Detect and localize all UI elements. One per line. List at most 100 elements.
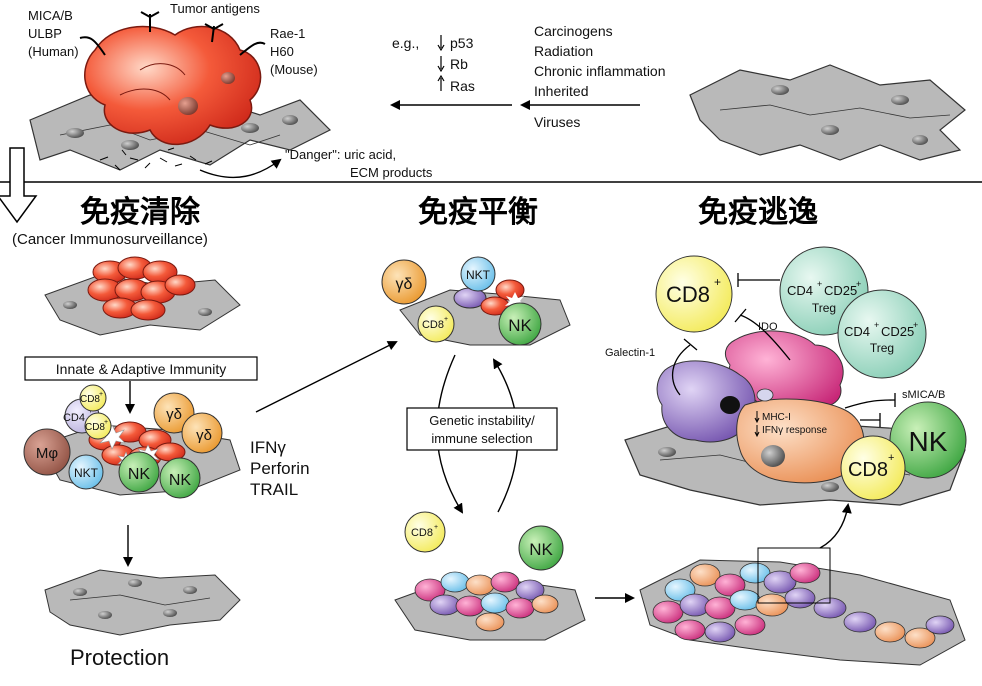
cause-viruses: Viruses (534, 114, 580, 130)
nk-cell-1 (118, 451, 160, 493)
escape-cd8-top-cell (655, 255, 733, 333)
protection-label: Protection (70, 645, 169, 670)
cd8-cell-1 (79, 384, 107, 412)
effector-perforin: Perforin (250, 459, 310, 478)
macrophage-cell (23, 428, 71, 476)
cd8-cell-1-label: CD8 (80, 394, 100, 405)
escape-nk-cell (889, 401, 967, 479)
eq-lower-nk-cell (518, 525, 564, 571)
ligand-mouse-3: (Mouse) (270, 62, 318, 77)
nk-cell-2-label: NK (169, 472, 192, 489)
danger-label-1: "Danger": uric acid, (285, 147, 396, 162)
treg1-cd25-plus: + (856, 279, 861, 289)
galectin-label: Galectin-1 (605, 347, 655, 359)
protection-tissue (44, 569, 241, 636)
inhibition-lines (671, 273, 896, 427)
ifn-response-label: IFNγ response (762, 425, 827, 436)
nk-cell-1-label: NK (128, 466, 151, 483)
zoom-arrow (819, 503, 852, 549)
phase-elimination-title: 免疫清除 (80, 195, 201, 230)
treg1-cd25: CD25 (824, 283, 857, 298)
normal-tissue (689, 64, 966, 161)
eg-label: e.g., (392, 35, 419, 51)
treg1-cd4-plus: + (817, 279, 822, 289)
nk-cell-2 (159, 457, 201, 499)
eq-nkt-label: NKT (466, 268, 491, 282)
danger-arrow (199, 158, 282, 178)
gamma-delta-cell-2 (181, 412, 223, 454)
eq-cd8-plus: + (444, 316, 448, 323)
treg1-cd4: CD4 (787, 283, 813, 298)
effector-trail: TRAIL (250, 480, 298, 499)
phase-equilibrium-title: 免疫平衡 (418, 195, 538, 230)
eq-lower-cd8-label: CD8 (411, 527, 433, 539)
gamma-delta-cell-1 (153, 392, 195, 434)
immunity-box-label: Innate & Adaptive Immunity (56, 361, 226, 377)
gamma-delta-cell-1-label: γδ (166, 406, 182, 423)
to-equilibrium-arrow (255, 341, 398, 413)
down-arrow-icon (0, 147, 38, 224)
treg2-label: Treg (870, 341, 894, 355)
gamma-delta-cell-2-label: γδ (196, 427, 212, 444)
treg2-cd25-plus: + (913, 320, 918, 330)
escape-cd8-bottom-cell (840, 435, 906, 501)
treg1-label: Treg (812, 301, 836, 315)
selection-line-2: immune selection (431, 431, 532, 446)
eq-cd8-label: CD8 (422, 319, 444, 331)
equilibrium-lower-cluster (394, 571, 586, 641)
ligand-antennae (79, 11, 266, 56)
escape-cd8-bottom-label: CD8 (848, 459, 888, 481)
cd8-cell-2-label: CD8 (85, 422, 105, 433)
danger-debris (99, 147, 213, 171)
eq-cd8-cell (417, 305, 455, 343)
escape-nk-label: NK (909, 426, 948, 457)
ligand-human-2: ULBP (28, 26, 62, 41)
cause-inflammation: Chronic inflammation (534, 63, 666, 79)
ido-label: IDO (758, 321, 778, 333)
treg2-cd4: CD4 (844, 324, 870, 339)
ligand-mouse-2: H60 (270, 44, 294, 59)
gene-rb: Rb (450, 56, 468, 72)
smica-label: sMICA/B (902, 389, 945, 401)
tumor-antigens-label: Tumor antigens (170, 1, 260, 16)
ligand-human-3: (Human) (28, 44, 79, 59)
selection-line-1: Genetic instability/ (429, 413, 535, 428)
gene-arrows (437, 35, 445, 91)
nkt-cell-label: NKT (74, 466, 99, 480)
eq-gamma-delta-cell (381, 259, 427, 305)
eq-gamma-delta-label: γδ (396, 276, 413, 293)
cd8-1-plus: + (99, 391, 103, 398)
immunity-box (24, 356, 258, 381)
purple-cell-nucleus (720, 396, 740, 414)
phase-escape-title: 免疫逃逸 (698, 195, 818, 230)
top-tumor-mass (84, 25, 262, 146)
ligand-mouse-1: Rae-1 (270, 26, 305, 41)
mhc-down-arrows (754, 411, 760, 438)
small-lilac-blob (756, 388, 774, 402)
eq-nk-cell (498, 302, 542, 346)
mhc-label: MHC-I (762, 412, 791, 423)
cd8-cell-2 (84, 412, 112, 440)
escape-lower-cluster (639, 559, 966, 666)
selection-box (406, 407, 558, 451)
nkt-cell (68, 454, 104, 490)
effector-ifng: IFNγ (250, 438, 286, 457)
cd4-cell-label: CD4 (63, 412, 85, 424)
eq-nk-label: NK (508, 316, 532, 335)
cause-carcinogens: Carcinogens (534, 23, 613, 39)
zoom-box (757, 547, 831, 604)
treg2-cd25: CD25 (881, 324, 914, 339)
cd8-2-plus: + (104, 419, 108, 426)
gene-p53: p53 (450, 35, 474, 51)
macrophage-label: Mφ (36, 445, 58, 462)
treg-cell-2 (837, 289, 927, 379)
escape-purple-cell (656, 360, 756, 443)
phase-elimination-subtitle: (Cancer Immunosurveillance) (12, 231, 208, 248)
cause-radiation: Radiation (534, 43, 593, 59)
escape-cd8-bottom-plus: + (888, 452, 894, 464)
gene-ras: Ras (450, 78, 475, 94)
treg2-cd4-plus: + (874, 320, 879, 330)
escape-cd8-top-label: CD8 (666, 282, 710, 307)
eq-nkt-cell (460, 256, 496, 292)
